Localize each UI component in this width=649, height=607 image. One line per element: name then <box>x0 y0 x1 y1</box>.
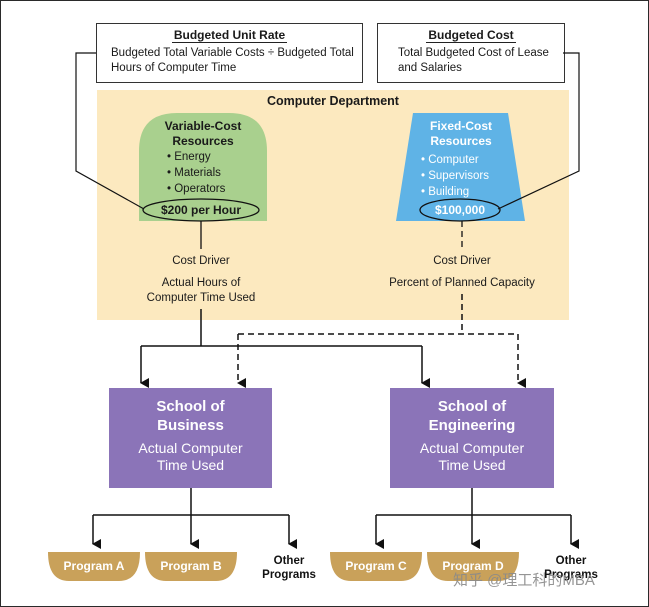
budgeted-unit-rate-text: Budgeted Total Variable Costs ÷ Budgeted… <box>111 47 354 74</box>
rate-connector <box>75 52 145 210</box>
variable-cost-list: • Energy • Materials • Operators <box>167 149 225 197</box>
computer-department-title: Computer Department <box>267 94 399 108</box>
fixed-amount-oval <box>419 198 501 222</box>
school-of-business: School of Business Actual Computer Time … <box>109 388 272 488</box>
fixed-item-supervisors: • Supervisors <box>421 170 489 182</box>
watermark: 知乎 @理工科的MBA <box>453 572 595 589</box>
budgeted-cost-box: Budgeted Cost Total Budgeted Cost of Lea… <box>377 23 565 83</box>
budgeted-cost-text: Total Budgeted Cost of Lease and Salarie… <box>398 47 549 74</box>
other-programs-business: Other Programs <box>262 555 316 581</box>
fixed-item-computer: • Computer <box>421 154 479 166</box>
school-of-engineering: School of Engineering Actual Computer Ti… <box>390 388 554 488</box>
cost-connector <box>497 52 580 210</box>
program-c: Program C <box>345 559 407 573</box>
variable-cost-title: Variable-Cost Resources <box>164 119 242 148</box>
budgeted-cost-title: Budgeted Cost <box>426 28 516 43</box>
fixed-item-building: • Building <box>421 186 470 198</box>
program-d-shape <box>427 552 519 581</box>
variable-item-energy: • Energy <box>167 151 211 163</box>
program-d: Program D <box>442 559 504 573</box>
program-b-shape <box>145 552 237 581</box>
fixed-amount-label: $100,000 <box>434 203 486 217</box>
variable-item-materials: • Materials <box>167 167 221 179</box>
other-programs-engineering: Other Programs <box>544 555 598 581</box>
variable-cost-driver: Cost Driver Actual Hours of Computer Tim… <box>146 255 256 304</box>
budgeted-unit-rate-title: Budgeted Unit Rate <box>171 28 288 43</box>
program-a: Program A <box>63 559 125 573</box>
fixed-cost-shape <box>396 113 525 221</box>
fixed-cost-list: • Computer • Supervisors • Building <box>421 152 489 200</box>
program-c-shape <box>330 552 422 581</box>
variable-rate-label: $200 per Hour <box>160 203 242 217</box>
variable-cost-shape <box>139 113 267 221</box>
fixed-cost-driver: Cost Driver Percent of Planned Capacity <box>389 255 535 289</box>
fixed-cost-title: Fixed-Cost Resources <box>429 119 492 148</box>
variable-item-operators: • Operators <box>167 183 226 195</box>
program-b: Program B <box>160 559 222 573</box>
budgeted-unit-rate-box: Budgeted Unit Rate Budgeted Total Variab… <box>96 23 363 83</box>
program-a-shape <box>48 552 140 581</box>
